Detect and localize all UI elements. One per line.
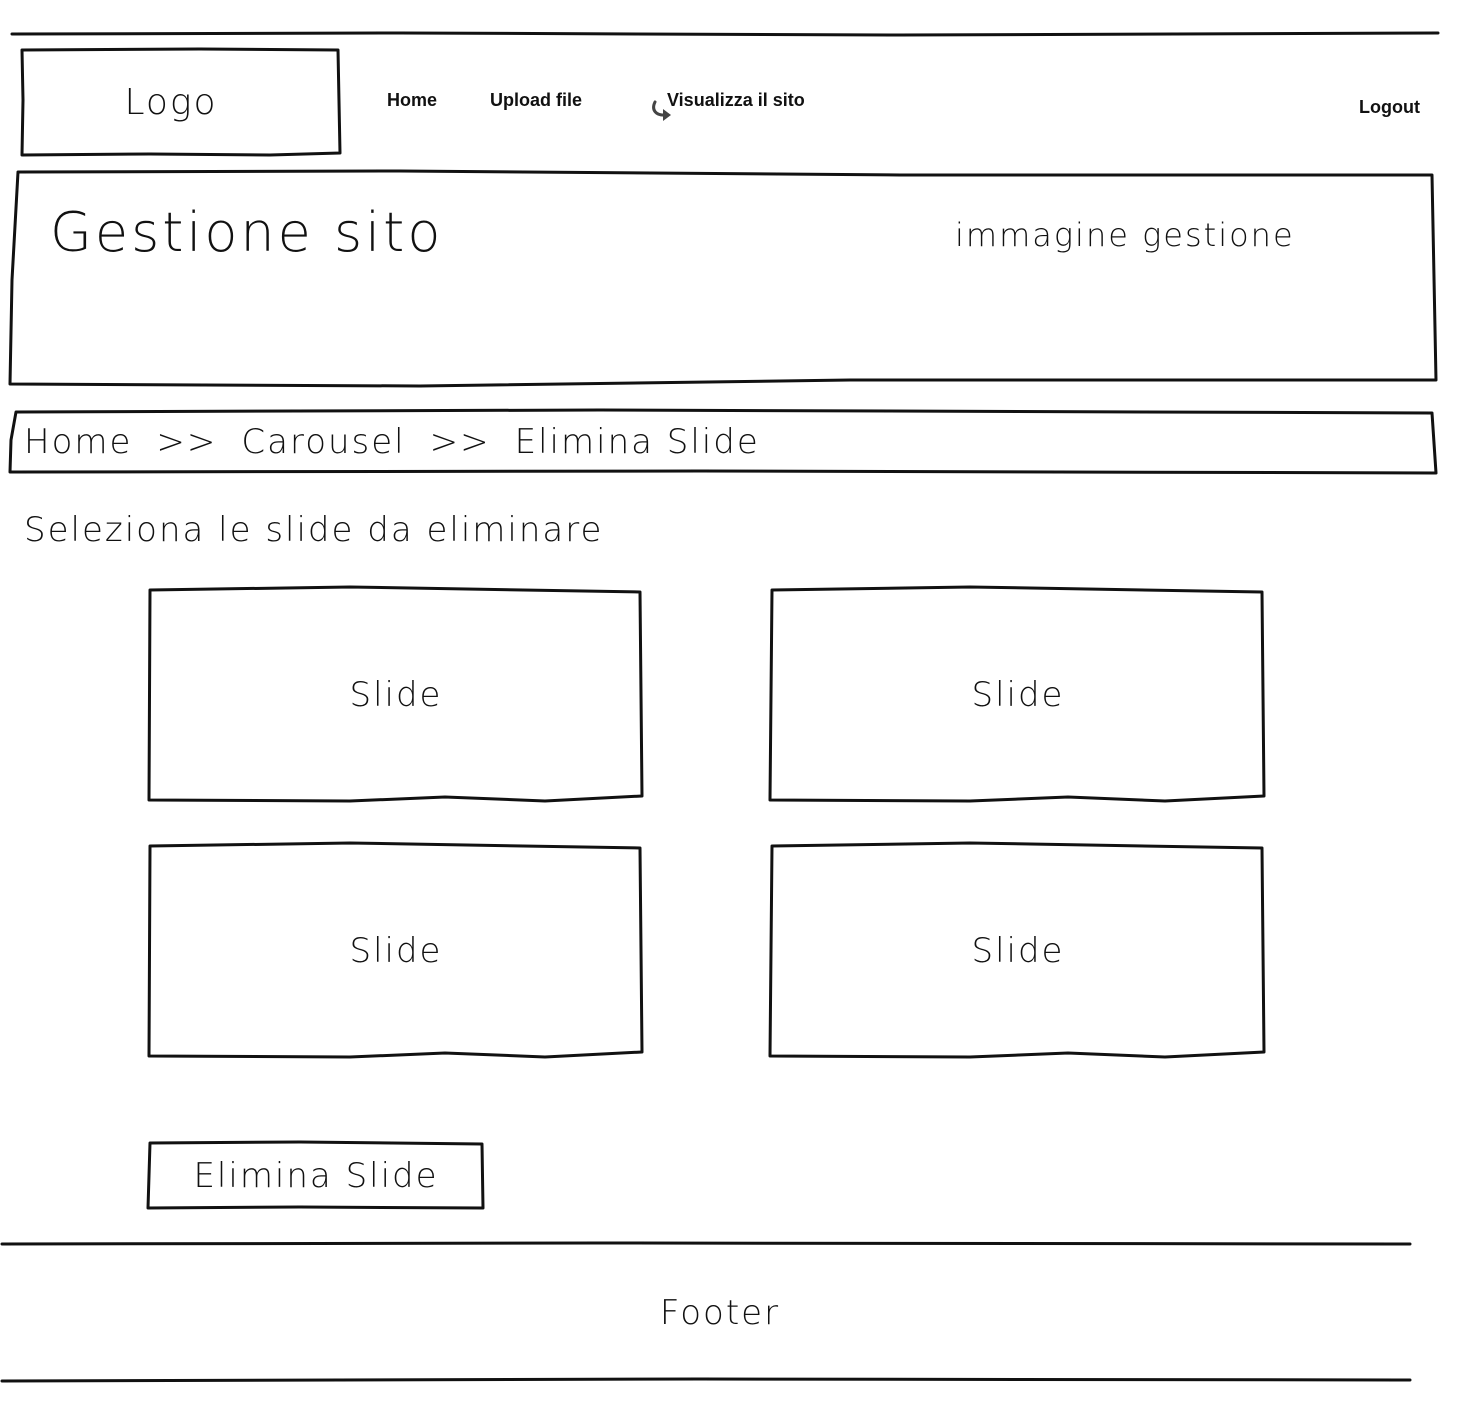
delete-slides-button[interactable]: Elimina Slide xyxy=(149,1143,483,1208)
slide-label: Slide xyxy=(349,931,443,971)
breadcrumb-item-home[interactable]: Home xyxy=(24,422,133,462)
nav-home-link[interactable]: Home xyxy=(387,90,437,111)
logo: Logo xyxy=(22,50,340,154)
breadcrumb-item-current: Elimina Slide xyxy=(514,422,760,462)
slide-card[interactable]: Slide xyxy=(150,590,642,800)
breadcrumb-item-carousel[interactable]: Carousel xyxy=(241,422,406,462)
footer-text: Footer xyxy=(659,1293,781,1333)
logout-label: Logout xyxy=(1359,97,1420,117)
breadcrumb-separator: >> xyxy=(156,422,218,462)
page-title: Gestione sito xyxy=(50,201,444,264)
footer: Footer xyxy=(0,1246,1440,1380)
breadcrumb-separator: >> xyxy=(429,422,491,462)
slide-card[interactable]: Slide xyxy=(772,590,1264,800)
slide-label: Slide xyxy=(971,931,1065,971)
slide-label: Slide xyxy=(349,675,443,715)
slide-card[interactable]: Slide xyxy=(772,846,1264,1056)
redo-arrow-icon xyxy=(650,98,676,124)
delete-slides-button-label: Elimina Slide xyxy=(193,1155,439,1196)
nav-home-label: Home xyxy=(387,90,438,110)
nav-upload-file-link[interactable]: Upload file xyxy=(490,90,582,111)
nav-visualizza-sito-label: Visualizza il sito xyxy=(667,90,805,110)
logout-link[interactable]: Logout xyxy=(1359,97,1420,118)
slide-card[interactable]: Slide xyxy=(150,846,642,1056)
banner: Gestione sito immagine gestione xyxy=(10,171,1436,386)
breadcrumb: Home >> Carousel >> Elimina Slide xyxy=(24,418,760,466)
instruction-text: Seleziona le slide da eliminare xyxy=(24,510,604,550)
nav-visualizza-sito-link[interactable]: Visualizza il sito xyxy=(650,90,805,124)
banner-image-placeholder: immagine gestione xyxy=(955,216,1295,254)
logo-text: Logo xyxy=(124,81,218,123)
nav-upload-file-label: Upload file xyxy=(490,90,583,110)
slide-label: Slide xyxy=(971,675,1065,715)
